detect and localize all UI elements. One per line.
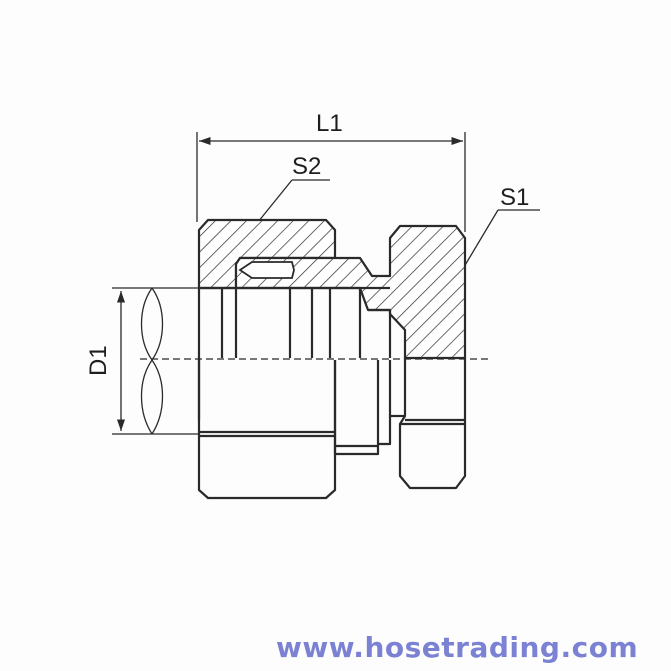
dimension-l1: L1 xyxy=(196,110,466,232)
leader-s1: S1 xyxy=(454,184,540,283)
o-ring-groove xyxy=(238,261,295,279)
watermark-text: www.hosetrading.com xyxy=(276,631,638,664)
exterior-lower-half xyxy=(197,288,467,500)
nut-hex xyxy=(197,288,337,500)
body-hex xyxy=(398,358,467,490)
label-s2: S2 xyxy=(292,153,321,180)
bore-lines xyxy=(199,286,392,358)
section-upper-half xyxy=(197,218,467,360)
thread-stub xyxy=(333,360,392,456)
dimension-d1: D1 xyxy=(85,287,198,435)
label-s1: S1 xyxy=(500,184,529,211)
label-l1: L1 xyxy=(316,110,343,137)
label-d1: D1 xyxy=(85,345,112,376)
leader-s2: S2 xyxy=(257,153,330,223)
